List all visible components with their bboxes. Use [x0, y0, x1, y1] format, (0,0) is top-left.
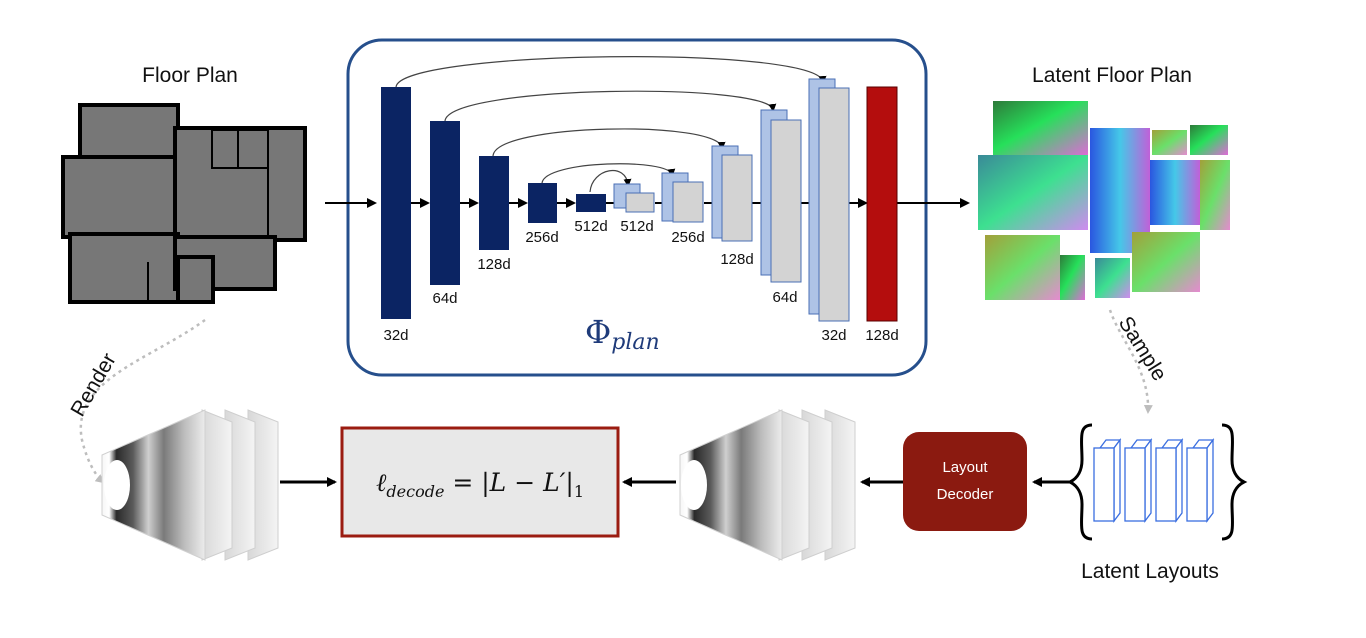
render-label: Render: [66, 349, 120, 420]
encoder-block-64d: [430, 121, 460, 285]
decoder-label: 32d: [821, 327, 846, 344]
loss-formula: ℓdecode = |L − L′|1: [376, 468, 584, 501]
rendered-layout-stack-left: [101, 409, 279, 561]
encoder-block-256d: [528, 183, 557, 223]
layout-decoder-line2: Decoder: [937, 486, 994, 503]
output-block-128d: [866, 86, 898, 322]
encoder-blocks: [381, 87, 606, 319]
unet-skip-connections: [395, 56, 827, 193]
decoder-labels: 512d 256d 128d 64d 32d: [620, 218, 846, 344]
loss-box: [340, 426, 620, 538]
encoder-label: 512d: [574, 218, 607, 235]
layout-decoder-box: [903, 432, 1027, 531]
latent-floor-plan-title: Latent Floor Plan: [1032, 64, 1192, 87]
encoder-label: 64d: [432, 290, 457, 307]
render-edge: [79, 318, 206, 484]
encoder-block-32d: [381, 87, 411, 319]
encoder-block-128d: [479, 156, 509, 250]
encoder-label: 256d: [525, 229, 558, 246]
encoder-block-512d: [576, 194, 606, 212]
rendered-layout-stack-middle: [679, 409, 856, 561]
floor-plan-image: [61, 103, 307, 304]
decoder-label: 64d: [772, 289, 797, 306]
encoder-label: 128d: [477, 256, 510, 273]
unet-panel: [346, 38, 928, 377]
latent-layouts-title: Latent Layouts: [1081, 560, 1219, 583]
phi-plan-symbol: Φplan: [585, 313, 660, 355]
encoder-labels: 32d 64d 128d 256d 512d: [383, 218, 607, 344]
latent-floor-plan-image: [978, 101, 1230, 300]
floor-plan-title: Floor Plan: [142, 64, 238, 87]
decoder-blocks: [613, 78, 850, 322]
decoder-label: 256d: [671, 229, 704, 246]
latent-layouts-set: [1066, 423, 1248, 541]
layout-decoder-line1: Layout: [942, 459, 988, 476]
encoder-label: 32d: [383, 327, 408, 344]
decoder-label: 512d: [620, 218, 653, 235]
output-label: 128d: [865, 327, 898, 344]
decoder-label: 128d: [720, 251, 753, 268]
